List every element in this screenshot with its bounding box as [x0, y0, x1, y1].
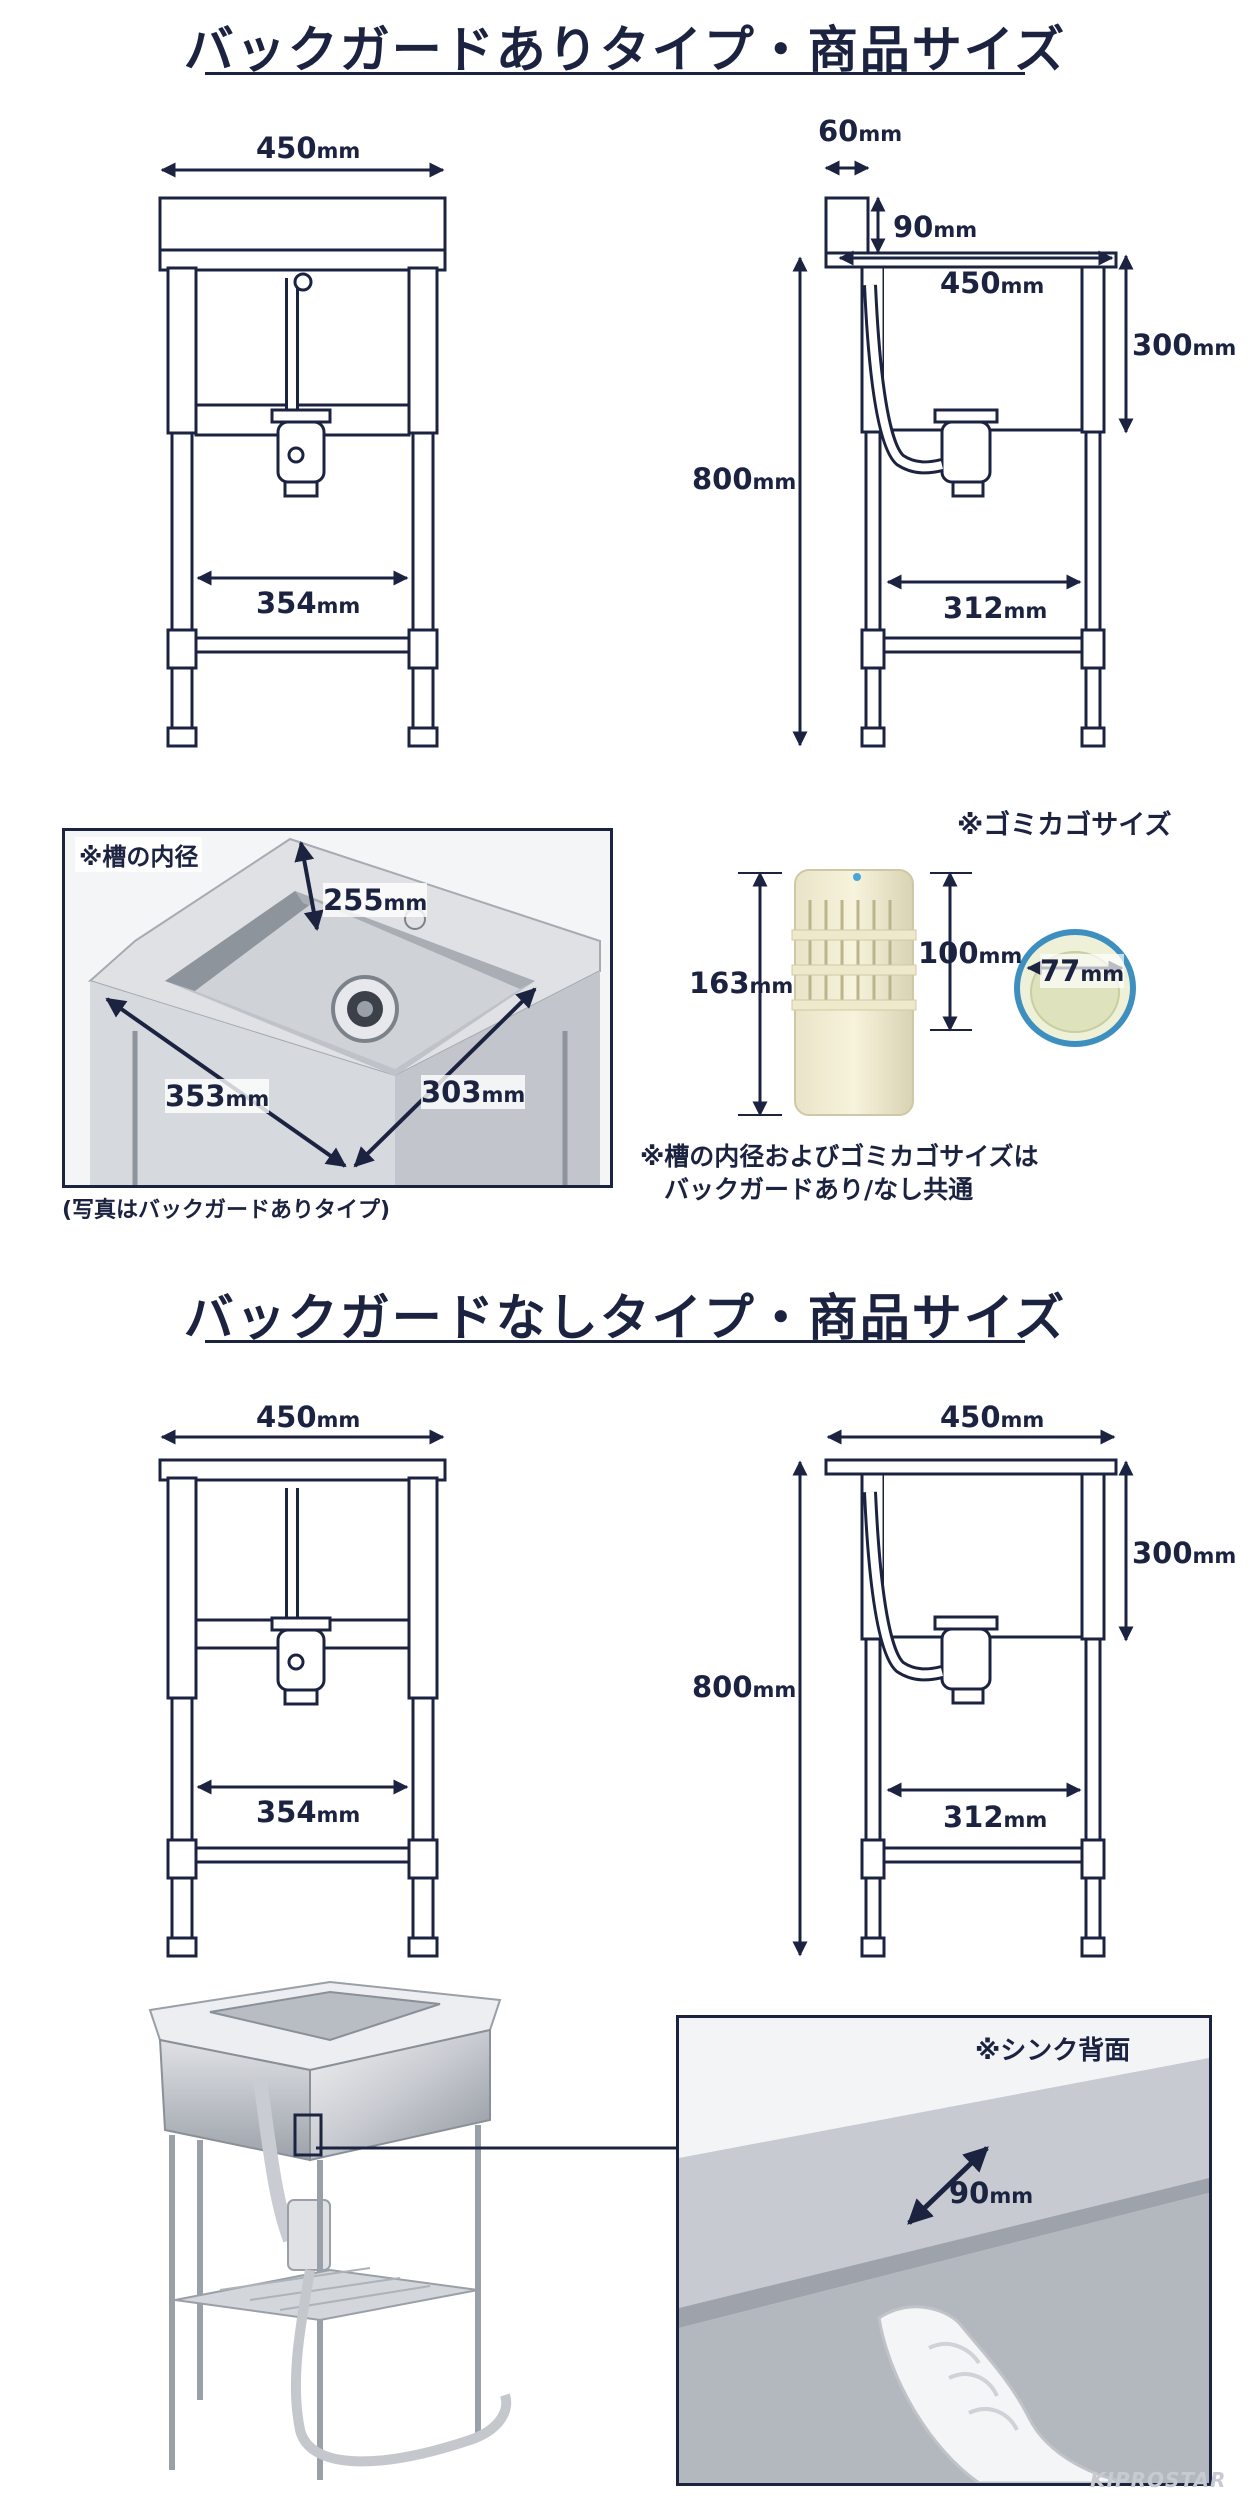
label-basket-diameter: 77mm — [1040, 954, 1125, 988]
basket-note-line1: ※槽の内径およびゴミカゴサイズは — [640, 1142, 1039, 1171]
section1-title: バックガードありタイプ・商品サイズ — [183, 21, 1067, 79]
bowl-photo — [65, 831, 610, 1185]
label-total-height-1: 800mm — [692, 462, 797, 496]
back-detail-frame: ※シンク背面 90mm — [676, 2015, 1212, 2486]
section2-title: バックガードなしタイプ・商品サイズ — [183, 1289, 1067, 1347]
label-back-gap: 90mm — [949, 2176, 1034, 2210]
brand-watermark: KIPROSTAR — [1090, 2468, 1227, 2492]
bowl-photo-caption: (写真はバックガードありタイプ) — [62, 1198, 391, 1223]
label-guard-height: 90mm — [893, 210, 978, 244]
label-basket-height: 100mm — [918, 936, 1023, 970]
basket-label: ※ゴミカゴサイズ — [957, 810, 1172, 841]
section2-title-underline — [205, 1340, 1025, 1343]
bowl-photo-frame: ※槽の内径 255mm 353mm 303mm — [62, 828, 613, 1188]
basket-note-line2: バックガードあり/なし共通 — [664, 1175, 974, 1204]
label-total-height-2: 800mm — [692, 1670, 797, 1704]
section1-title-underline — [205, 72, 1025, 75]
bowl-photo-label: ※槽の内径 — [75, 837, 203, 872]
back-detail-photo — [679, 2018, 1209, 2483]
label-side-depth-1: 450mm — [940, 266, 1045, 300]
basket-illustration — [791, 869, 1136, 1116]
label-bowl-length: 303mm — [421, 1075, 526, 1109]
label-bowl-depth: 255mm — [323, 883, 428, 917]
front-view-1 — [158, 196, 447, 748]
label-guard-depth: 60mm — [818, 114, 903, 148]
label-bowl-height-2: 300mm — [1132, 1536, 1237, 1570]
front-view-2 — [158, 1458, 447, 1958]
sink-3d-illustration — [148, 1980, 512, 2480]
label-bowl-height-1: 300mm — [1132, 328, 1237, 362]
back-detail-label: ※シンク背面 — [975, 2036, 1131, 2066]
label-front-width-bottom-1: 354mm — [256, 586, 361, 620]
label-basket-total-height: 163mm — [689, 966, 794, 1000]
label-side-depth-2: 450mm — [940, 1400, 1045, 1434]
label-front-width-top-2: 450mm — [256, 1400, 361, 1434]
label-side-bottom-1: 312mm — [943, 591, 1048, 625]
label-front-width-top-1: 450mm — [256, 131, 361, 165]
label-side-bottom-2: 312mm — [943, 1800, 1048, 1834]
side-view-1 — [824, 196, 1118, 748]
side-view-2 — [824, 1458, 1118, 1958]
label-bowl-width: 353mm — [165, 1079, 270, 1113]
label-front-width-bottom-2: 354mm — [256, 1795, 361, 1829]
